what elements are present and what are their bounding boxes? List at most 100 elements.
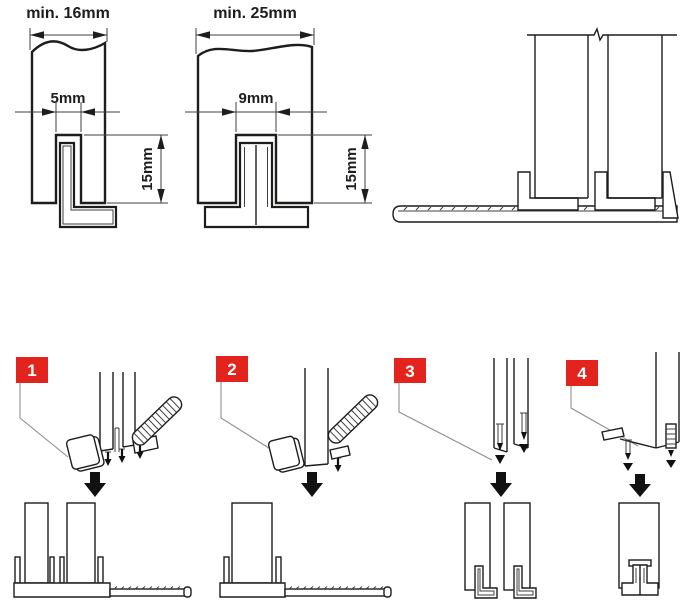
l-clip-inner-line [477, 568, 495, 596]
pin-tip [625, 453, 631, 460]
l-clip-inner-line [516, 568, 534, 596]
clip-wall [59, 556, 65, 584]
step-1-detail [65, 372, 183, 472]
panel-edges [99, 372, 136, 452]
t-profile-inner-lines [244, 147, 268, 207]
clip-wall [223, 556, 230, 584]
dim-arrow-right-icon [222, 108, 236, 116]
assembly-side-view [392, 27, 679, 223]
dim-arrow-right-icon [42, 108, 56, 116]
step-2-number: 2 [227, 360, 236, 379]
pin-tip-arrow-icon [519, 444, 529, 453]
strip-serration [113, 586, 181, 590]
panel-width-label: min. 16mm [26, 5, 110, 22]
step-2-detail [267, 368, 379, 473]
groove-width-label: 9mm [238, 90, 273, 107]
step-2-result [219, 502, 392, 598]
step-4-badge [566, 360, 598, 386]
dim-arrow-down-icon [157, 189, 165, 203]
pin-tip [668, 450, 674, 457]
strap-ribs [133, 398, 181, 444]
clip-between-panels [114, 427, 120, 452]
step-3-badge [394, 358, 426, 383]
wide-profile-diagram: min. 25mm 9mm 15mm [185, 5, 372, 229]
down-arrow-icon [490, 472, 512, 497]
end-wedge-clip [662, 171, 679, 219]
clip-body [665, 423, 677, 449]
dim-arrow-up-icon [157, 135, 165, 149]
pin-shafts [106, 445, 142, 460]
down-arrow-icon [629, 474, 651, 497]
strip-serration [288, 586, 384, 590]
step-1-leader-line [19, 383, 69, 458]
step-3-result [464, 502, 537, 599]
ribbed-clip [665, 423, 677, 468]
dim-arrow-left-icon [81, 108, 95, 116]
pin-tip-arrow-icon [334, 465, 342, 472]
screw-clip [495, 423, 505, 464]
serrated-strip [109, 588, 187, 597]
step-4-result [618, 502, 660, 596]
step-4-detail [601, 352, 680, 471]
width-extension-lines [195, 28, 315, 54]
step-3-leader-line [398, 383, 493, 461]
panel-cross-section [30, 40, 107, 205]
panel-left [534, 35, 589, 199]
screw-clip [519, 412, 529, 453]
groove-width-label: 5mm [50, 90, 85, 107]
t-clip-inner-lines [635, 568, 645, 583]
pin-shaft [497, 423, 503, 445]
dim-arrow-right-icon [93, 31, 107, 39]
step-4-number: 4 [577, 364, 587, 383]
pin-tip-arrow-icon [623, 463, 633, 471]
panel [66, 502, 96, 584]
dim-arrow-left-icon [276, 108, 290, 116]
pin-tip-arrow-icon [666, 460, 676, 468]
panel [24, 502, 49, 584]
panel-width-label: min. 25mm [213, 5, 297, 22]
groove-extension-lines [235, 102, 277, 132]
clip-base [13, 582, 111, 598]
down-arrow-icon [301, 472, 323, 497]
wedge-spacer [65, 434, 105, 472]
step-1-result [13, 502, 192, 598]
fixing-pins [334, 457, 342, 472]
wedge-front [267, 435, 301, 471]
dim-arrow-down-icon [361, 189, 369, 203]
pin-tip-arrow-icon [136, 452, 144, 459]
clip-wall [14, 556, 21, 584]
depth-extension-lines [84, 134, 168, 204]
strap-ribs [329, 396, 377, 442]
panel [231, 502, 273, 584]
step-4: 4 [566, 352, 680, 596]
pin-tip-arrow-icon [495, 455, 505, 464]
strip-hook-end [383, 586, 392, 598]
panel-cross-section [196, 43, 314, 205]
step-1: 1 [13, 357, 192, 598]
down-arrow-icon [84, 472, 106, 497]
clip-wall [97, 556, 104, 584]
clip-bracket [329, 445, 351, 460]
clip-wall [275, 556, 282, 584]
clip-wall [49, 556, 55, 584]
clip-ribs [666, 428, 676, 445]
pin-shaft [521, 412, 527, 434]
pin-tip [521, 432, 527, 440]
pin-shaft [625, 439, 631, 455]
side-tab [601, 427, 625, 441]
dim-arrow-left-icon [30, 31, 44, 39]
narrow-profile-diagram: min. 16mm 5mm 15mm [15, 5, 168, 229]
step-3-detail [493, 358, 529, 464]
step-3-number: 3 [405, 362, 414, 381]
serrated-strip [284, 588, 387, 597]
dim-arrow-right-icon [300, 31, 314, 39]
pin-tip [497, 443, 503, 451]
panel-edges [493, 358, 529, 453]
groove-depth-label: 15mm [343, 147, 360, 190]
step-2-leader-line [220, 382, 273, 451]
dim-arrow-up-icon [361, 135, 369, 149]
pin-tip-arrow-icon [118, 456, 126, 463]
pin-tip-arrow-icon [104, 459, 112, 466]
